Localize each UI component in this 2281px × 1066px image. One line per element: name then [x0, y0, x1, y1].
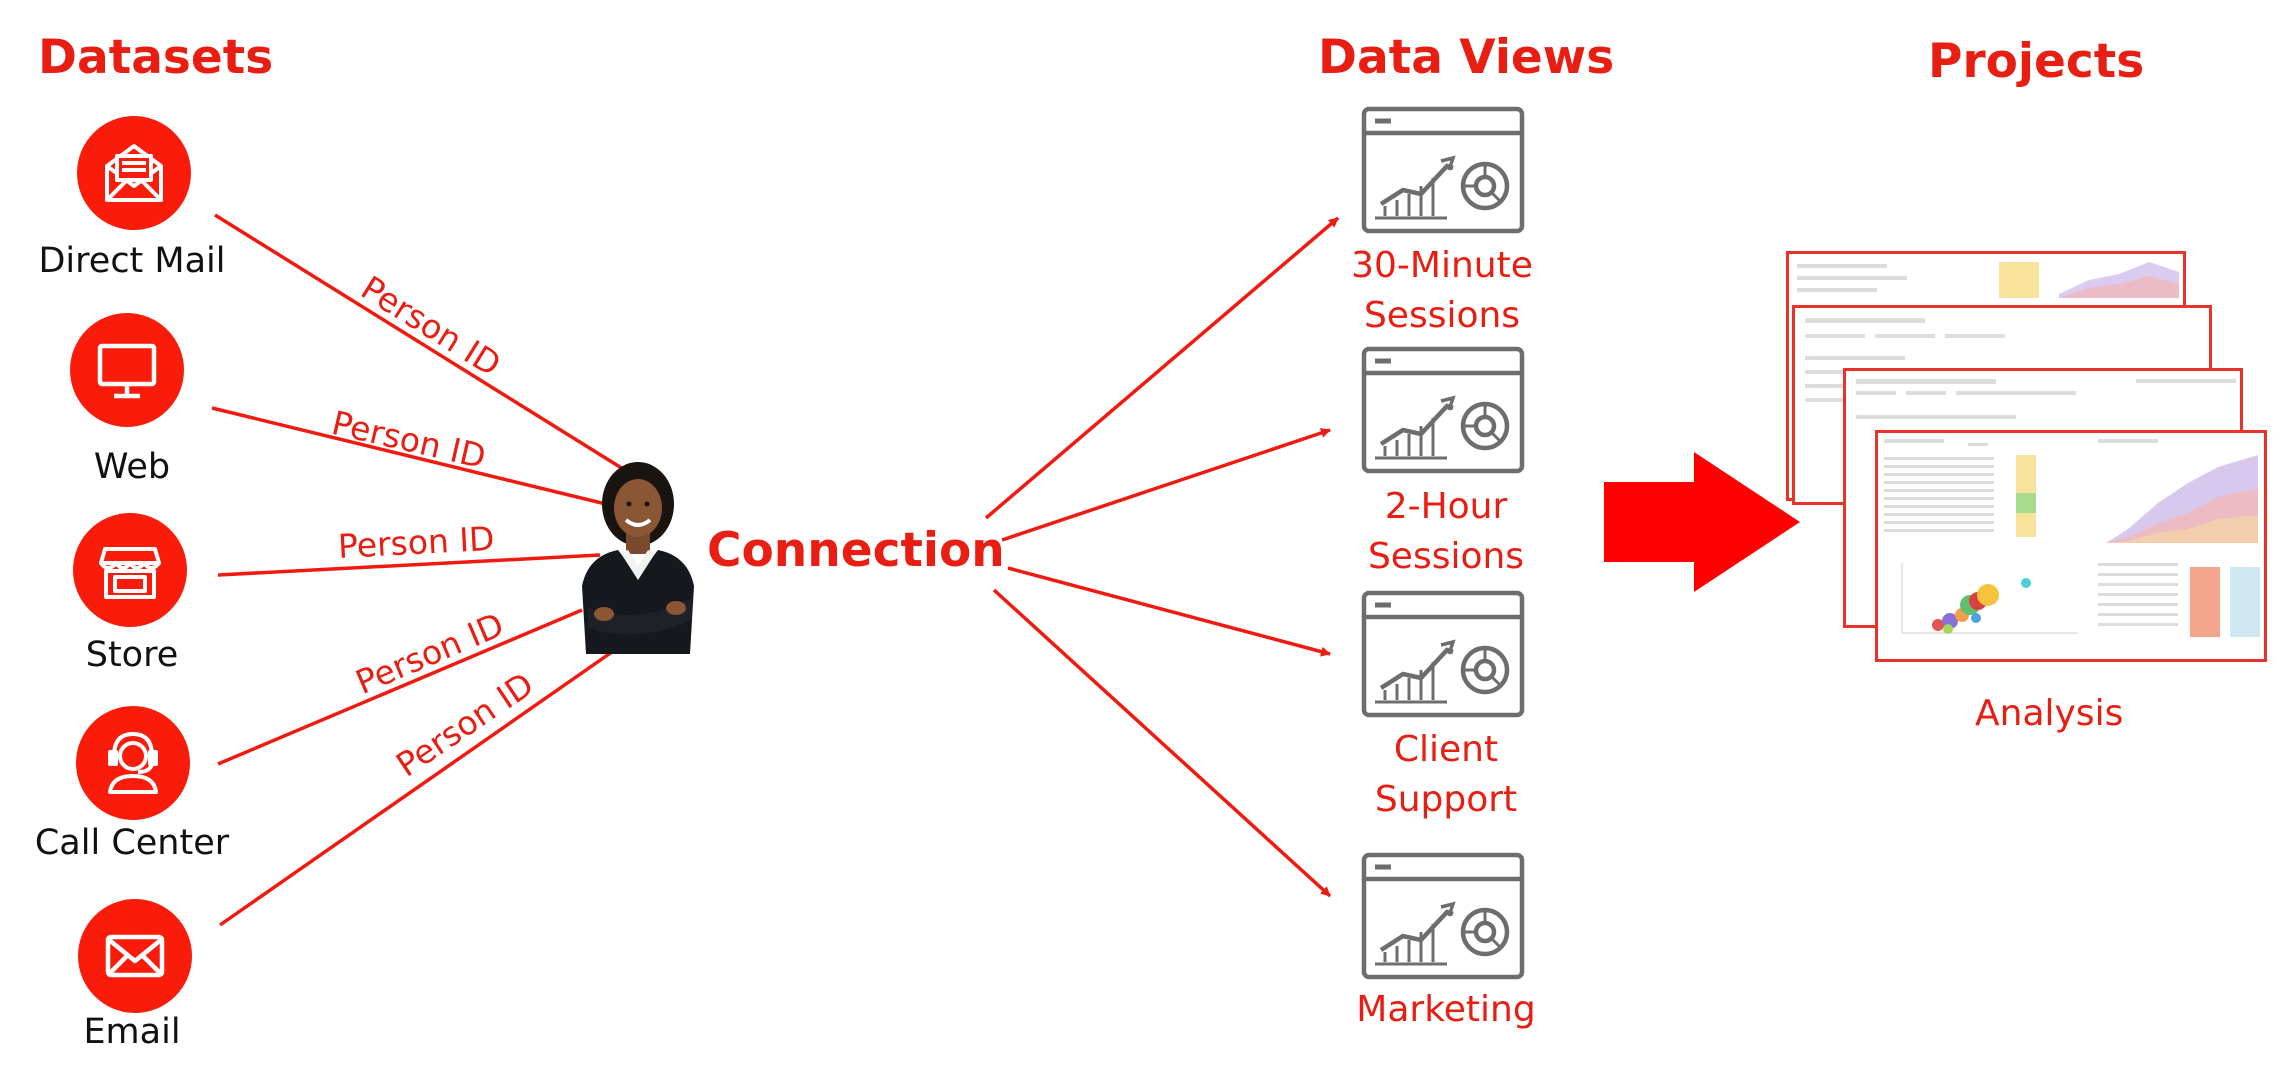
web-label: Web: [93, 447, 171, 487]
arrow-to-view-4: [992, 588, 1332, 898]
monitor-icon: [97, 343, 157, 399]
data-view-label-2: 2-Hour Sessions: [1316, 482, 1576, 582]
arrow-to-view-2: [1001, 428, 1331, 542]
dashboard-chart-icon: [1361, 852, 1525, 980]
email-circle: [78, 899, 192, 1013]
connection-label: Connection: [707, 523, 1005, 578]
data-view-label-4: Marketing: [1316, 985, 1576, 1035]
project-thumbnail-4: [1875, 430, 2267, 662]
data-view-4-line1: Marketing: [1356, 989, 1536, 1030]
call-center-label: Call Center: [34, 823, 230, 863]
edge-direct-mail: [214, 213, 629, 474]
open-mail-icon: [105, 144, 163, 202]
datasets-heading: Datasets: [38, 30, 274, 85]
data-view-label-3: Client Support: [1316, 725, 1576, 825]
edge-call-center: [217, 608, 583, 766]
data-view-label-1: 30-Minute Sessions: [1312, 241, 1572, 341]
person-photo: [582, 462, 694, 654]
data-view-1-line1: 30-Minute: [1351, 245, 1533, 286]
data-view-2-line2: Sessions: [1367, 536, 1525, 577]
arrow-to-view-1: [984, 216, 1340, 520]
store-label: Store: [85, 635, 179, 675]
headset-agent-icon: [108, 732, 158, 794]
person-id-label-store: Person ID: [337, 518, 496, 566]
edge-store: [217, 553, 601, 577]
data-view-3-line2: Support: [1374, 779, 1518, 820]
dashboard-chart-icon: [1361, 346, 1525, 474]
direct-mail-label: Direct Mail: [38, 241, 226, 281]
direct-mail-circle: [77, 116, 191, 230]
email-label: Email: [83, 1012, 181, 1052]
call-center-circle: [76, 706, 190, 820]
web-circle: [70, 313, 184, 427]
projects-heading: Projects: [1928, 34, 2145, 89]
analysis-label: Analysis: [1975, 693, 2124, 734]
data-views-heading: Data Views: [1318, 30, 1615, 85]
arrow-to-view-3: [1007, 566, 1331, 657]
storefront-icon: [99, 547, 161, 599]
big-right-arrow: [1604, 452, 1800, 592]
dashboard-chart-icon: [1361, 106, 1525, 234]
edge-web: [211, 406, 615, 508]
data-view-2-line1: 2-Hour: [1384, 486, 1508, 527]
data-view-1-line2: Sessions: [1363, 295, 1521, 336]
edge-email: [218, 643, 624, 927]
data-view-3-line1: Client: [1393, 729, 1499, 770]
envelope-icon: [105, 934, 165, 978]
store-circle: [73, 513, 187, 627]
dashboard-chart-icon: [1361, 590, 1525, 718]
